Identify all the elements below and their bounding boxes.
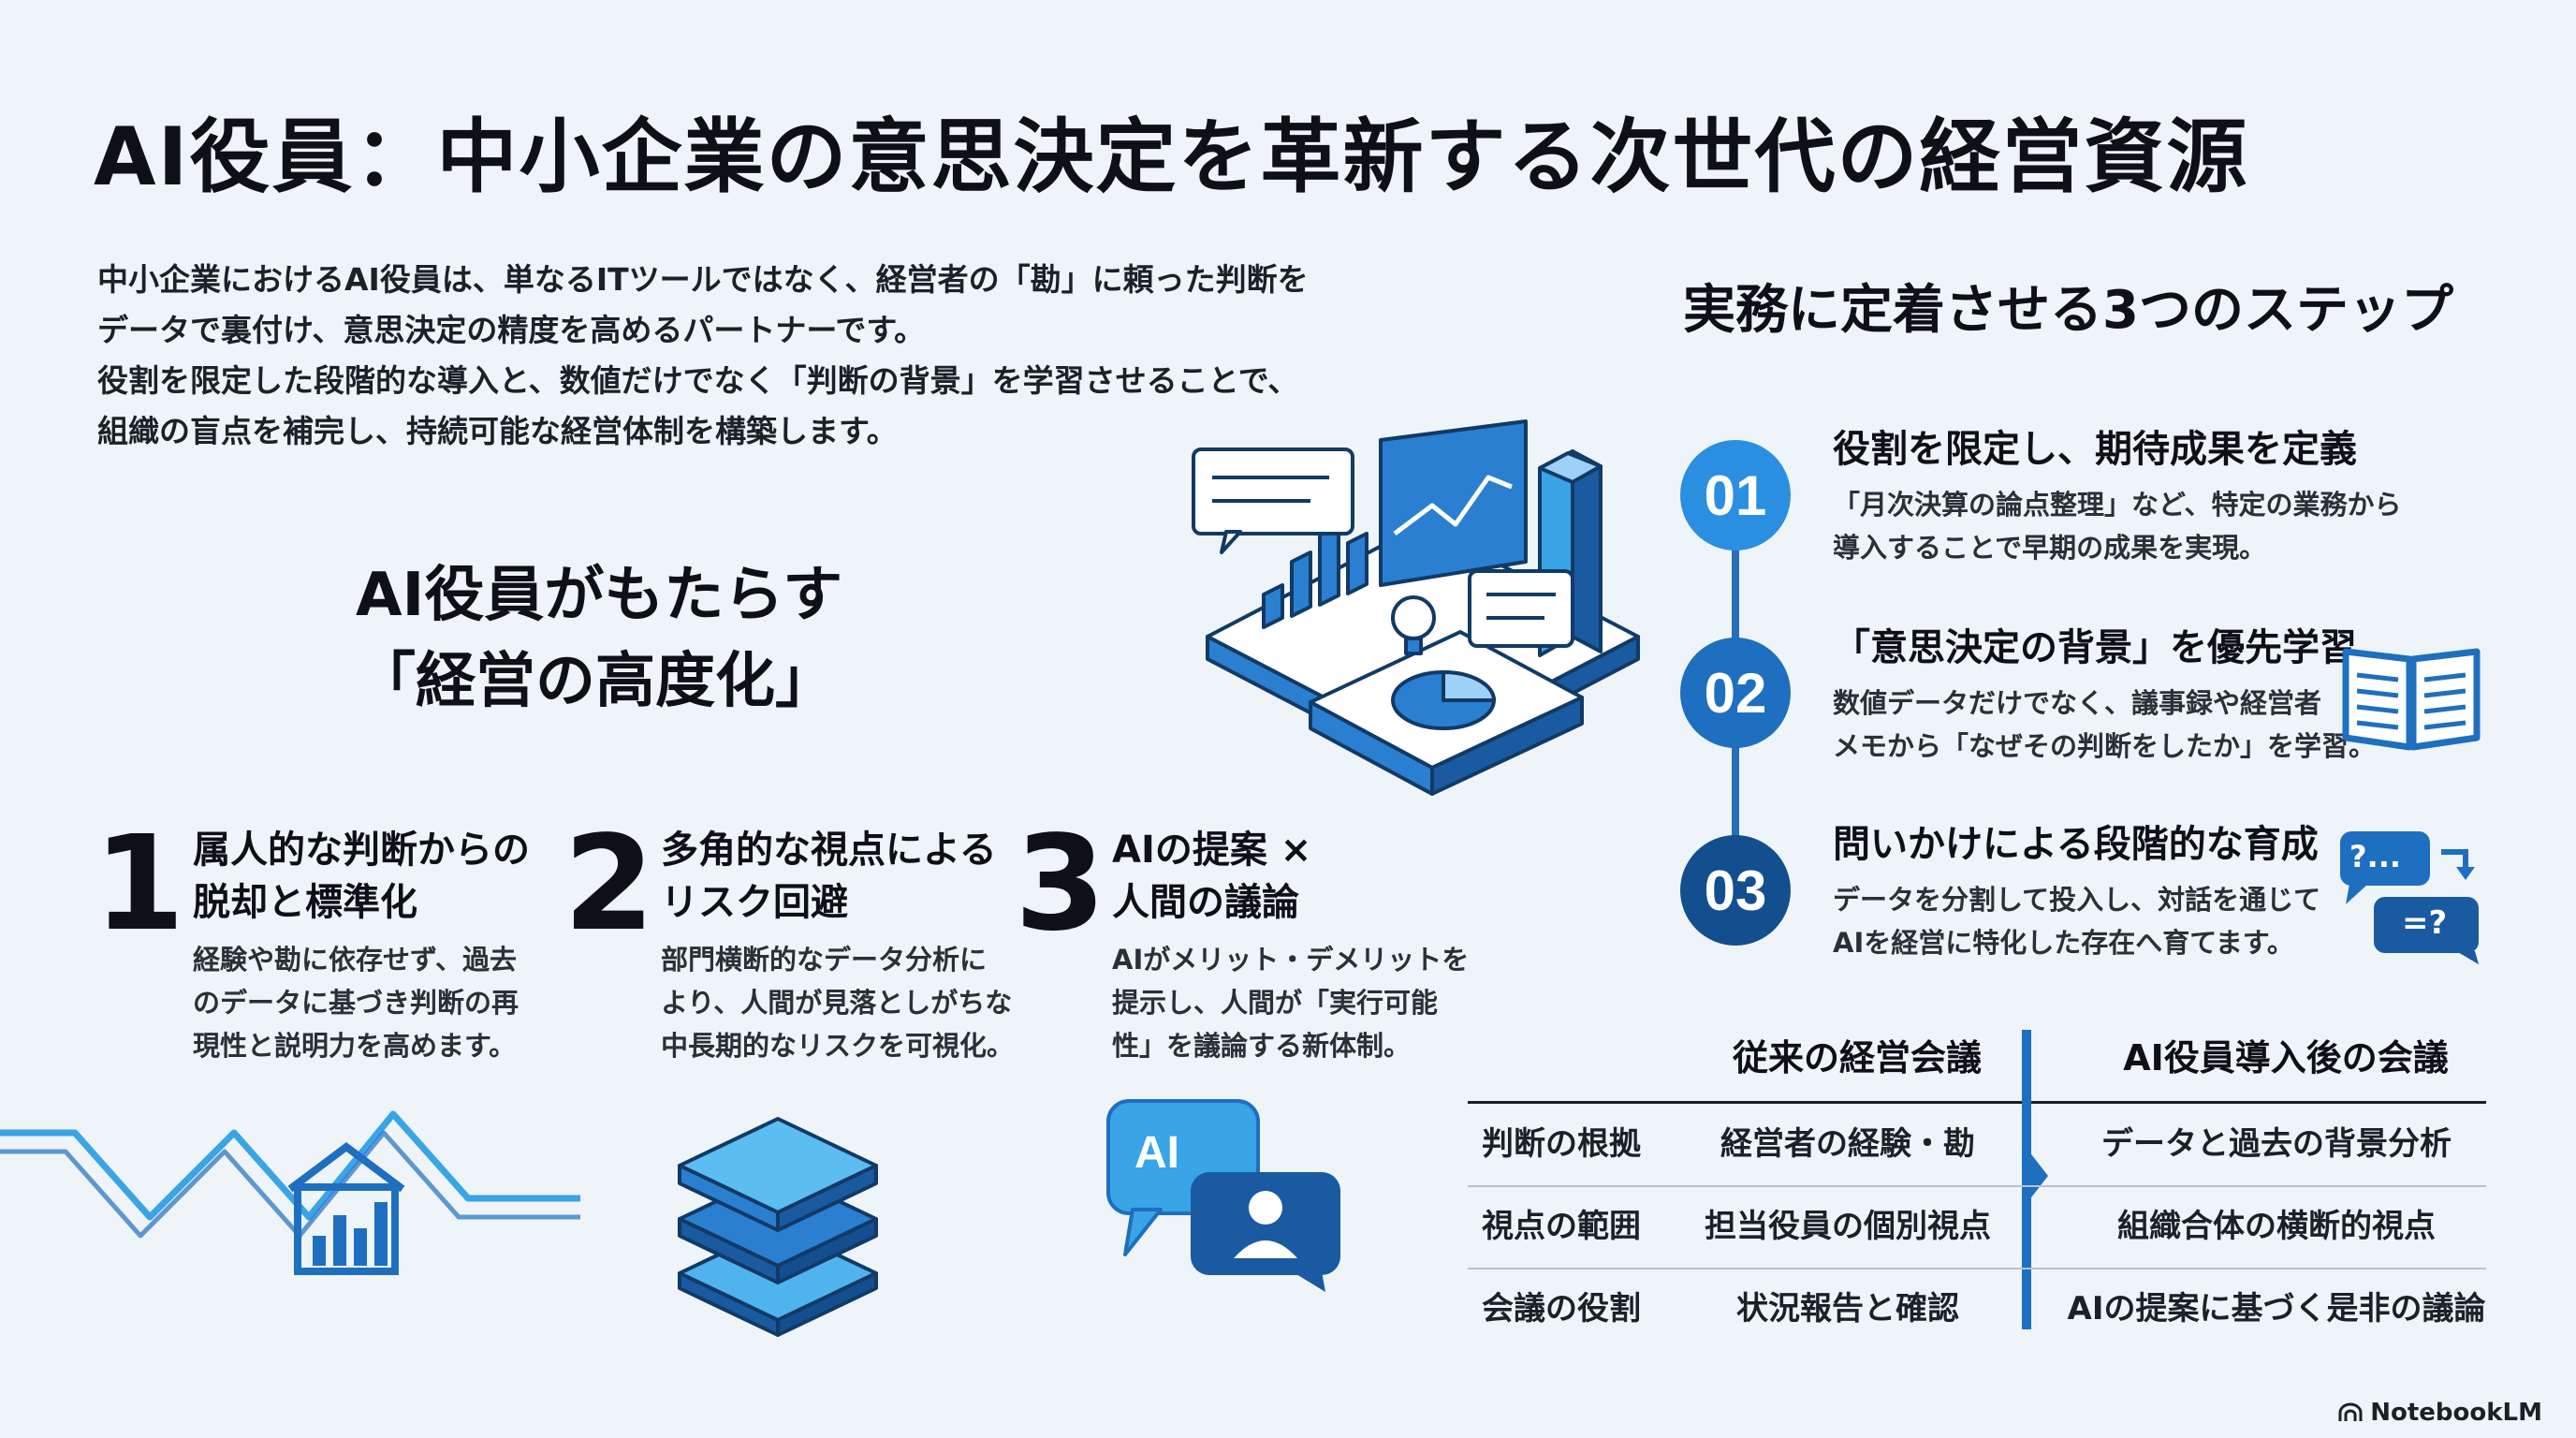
- benefit-number: 3: [1015, 808, 1106, 961]
- comparison-header-before: 従来の経営会議: [1732, 1037, 1982, 1078]
- benefit-title-line: リスク回避: [661, 881, 848, 924]
- benefit-description-line: 性」を議論する新体制。: [1112, 1030, 1412, 1062]
- intro-line: 組織の盲点を補完し、持続可能な経営体制を構築します。: [97, 413, 898, 449]
- page-title: AI役員：中小企業の意思決定を革新する次世代の経営資源: [94, 110, 2249, 204]
- benefit-title-line: 属人的な判断からの: [193, 829, 530, 872]
- notebooklm-logo-icon: [2338, 1402, 2363, 1421]
- benefit-title-line: 脱却と標準化: [193, 881, 417, 924]
- benefit-description: 部門横断的なデータ分析に より、人間が見落としがちな 中長期的なリスクを可視化。: [661, 938, 1014, 1067]
- comparison-row: 判断の根拠 経営者の経験・勘 データと過去の背景分析: [1468, 1103, 2486, 1187]
- house-chart-icon: [287, 1142, 405, 1275]
- comparison-after-value: AIの提案に基づく是非の議論: [2067, 1290, 2486, 1328]
- comparison-row-label: 判断の根拠: [1482, 1125, 1641, 1163]
- step-description-line: データを分割して投入し、対話を通じて: [1833, 884, 2321, 916]
- benefit-title-line: 多角的な視点による: [661, 829, 997, 872]
- intro-paragraph: 中小企業におけるAI役員は、単なるITツールではなく、経営者の「勘」に頼った判断…: [97, 255, 1333, 457]
- comparison-row: 会議の役割 状況報告と確認 AIの提案に基づく是非の議論: [1468, 1268, 2486, 1350]
- benefit-title: 属人的な判断からの 脱却と標準化: [193, 824, 530, 929]
- step-description-line: メモから「なぜその判断をしたか」を学習。: [1833, 730, 2377, 762]
- benefit-description: AIがメリット・デメリットを 提示し、人間が「実行可能 性」を議論する新体制。: [1112, 938, 1469, 1067]
- question-answer-bubbles-icon: ?... =?: [2336, 824, 2486, 964]
- step-description: 「月次決算の論点整理」など、特定の業務から 導入することで早期の成果を実現。: [1833, 483, 2402, 569]
- benefit-title-line: AIの提案 ×: [1112, 829, 1312, 872]
- step-description-line: 「月次決算の論点整理」など、特定の業務から: [1833, 489, 2402, 521]
- comparison-header-after: AI役員導入後の会議: [2123, 1037, 2449, 1078]
- notebooklm-brand-text: NotebookLM: [2370, 1399, 2542, 1427]
- ai-badge-text: AI: [1134, 1128, 1179, 1178]
- benefits-heading: AI役員がもたらす 「経営の高度化」: [356, 552, 936, 725]
- comparison-row-label: 会議の役割: [1482, 1290, 1641, 1328]
- network-wave-decoration: [0, 1110, 580, 1239]
- benefit-description-line: 提示し、人間が「実行可能: [1112, 987, 1439, 1019]
- benefits-heading-line: 「経営の高度化」: [356, 647, 835, 716]
- comparison-header-rule: [1468, 1101, 2486, 1104]
- step-number-badge: 02: [1680, 638, 1791, 748]
- benefit-description-line: 部門横断的なデータ分析に: [661, 944, 988, 976]
- comparison-after-value: データと過去の背景分析: [2101, 1125, 2452, 1163]
- step-title: 役割を限定し、期待成果を定義: [1833, 428, 2357, 471]
- comparison-before-value: 担当役員の個別視点: [1705, 1208, 1991, 1245]
- step-number-badge: 03: [1680, 835, 1791, 946]
- benefit-title: 多角的な視点による リスク回避: [661, 824, 997, 929]
- notebooklm-logo: NotebookLM: [2338, 1399, 2542, 1427]
- benefit-description-line: より、人間が見落としがちな: [661, 987, 1013, 1019]
- benefit-description-line: 経験や勘に依存せず、過去: [193, 944, 517, 976]
- intro-line: 役割を限定した段階的な導入と、数値だけでなく「判断の背景」を学習させることで、: [97, 362, 1299, 399]
- answer-bubble-text: =?: [2402, 904, 2448, 942]
- benefit-description: 経験や勘に依存せず、過去 のデータに基づき判断の再 現性と説明力を高めます。: [193, 938, 519, 1067]
- benefit-description-line: 中長期的なリスクを可視化。: [661, 1030, 1015, 1062]
- comparison-row: 視点の範囲 担当役員の個別視点 組織合体の横断的視点: [1468, 1185, 2486, 1269]
- intro-line: 中小企業におけるAI役員は、単なるITツールではなく、経営者の「勘」に頼った判断…: [97, 261, 1309, 298]
- benefit-title: AIの提案 × 人間の議論: [1112, 824, 1311, 929]
- step-description-line: 導入することで早期の成果を実現。: [1833, 532, 2267, 564]
- step-title: 「意思決定の背景」を優先学習: [1833, 626, 2357, 669]
- stacked-layers-icon: [678, 1117, 878, 1337]
- ai-chat-icon: AI: [1105, 1097, 1348, 1294]
- step-description-line: AIを経営に特化した存在へ育てます。: [1833, 927, 2294, 959]
- step-description: 数値データだけでなく、議事録や経営者 メモから「なぜその判断をしたか」を学習。: [1833, 682, 2376, 768]
- benefit-number: 1: [94, 808, 185, 961]
- step-number-badge: 01: [1680, 440, 1791, 550]
- comparison-table: 従来の経営会議 AI役員導入後の会議 判断の根拠 経営者の経験・勘 データと過去…: [1468, 1030, 2486, 1329]
- steps-heading: 実務に定着させる3つのステップ: [1683, 280, 2453, 341]
- benefits-heading-line: AI役員がもたらす: [356, 561, 843, 630]
- question-bubble-text: ?...: [2349, 839, 2402, 874]
- benefit-title-line: 人間の議論: [1112, 881, 1299, 924]
- comparison-arrow-divider: [2022, 1030, 2048, 1329]
- step-title: 問いかけによる段階的な育成: [1833, 823, 2319, 866]
- benefit-number: 2: [564, 808, 655, 961]
- benefit-description-line: 現性と説明力を高めます。: [193, 1030, 517, 1062]
- isometric-dashboard-illustration: [1192, 419, 1640, 796]
- comparison-after-value: 組織合体の横断的視点: [2117, 1208, 2436, 1245]
- comparison-before-value: 経営者の経験・勘: [1720, 1125, 1975, 1163]
- comparison-before-value: 状況報告と確認: [1736, 1290, 1959, 1328]
- step-description-line: 数値データだけでなく、議事録や経営者: [1833, 687, 2322, 719]
- step-description: データを分割して投入し、対話を通じて AIを経営に特化した存在へ育てます。: [1833, 878, 2320, 964]
- open-book-icon: [2342, 648, 2481, 751]
- benefit-description-line: AIがメリット・デメリットを: [1112, 944, 1470, 976]
- intro-line: データで裏付け、意思決定の精度を高めるパートナーです。: [97, 312, 926, 348]
- comparison-row-label: 視点の範囲: [1482, 1208, 1641, 1245]
- benefit-description-line: のデータに基づき判断の再: [193, 987, 520, 1019]
